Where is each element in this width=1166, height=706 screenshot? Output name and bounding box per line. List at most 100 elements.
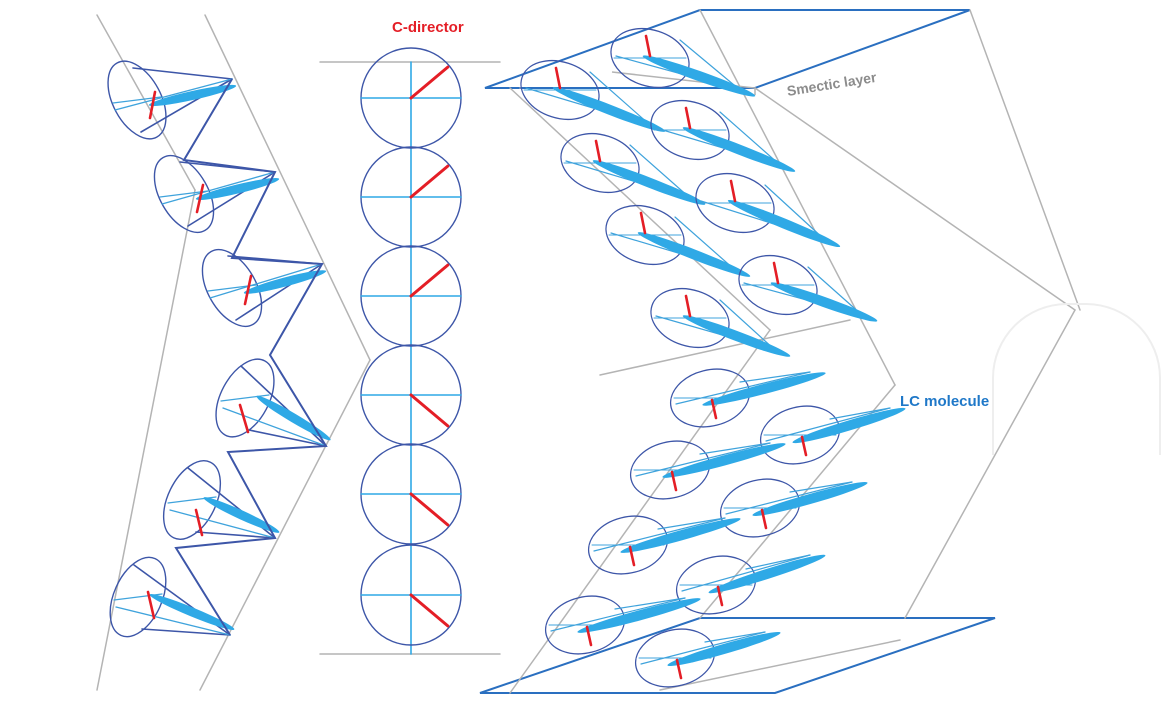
- cone-edge-line: [132, 67, 233, 80]
- cone-base-ellipse: [107, 60, 167, 140]
- c-director-line: [148, 90, 157, 120]
- cone-base-ellipse: [201, 248, 263, 328]
- lc-molecule: [149, 594, 235, 630]
- layer-boundary-line: [96, 14, 196, 191]
- cone-edge-line: [161, 171, 276, 205]
- c-director-line: [585, 625, 593, 647]
- cone-axis-line: [159, 190, 209, 198]
- cone-edge-line: [807, 266, 863, 316]
- cone-edge-line: [719, 299, 776, 351]
- cone-icon: [587, 515, 741, 575]
- lc-molecule: [662, 443, 786, 478]
- cone-edge-line: [764, 184, 826, 241]
- cone-icon: [629, 440, 786, 500]
- cone-icon: [675, 554, 826, 615]
- c-director-line: [729, 179, 737, 203]
- c-director-line: [772, 261, 780, 285]
- c-director-line: [628, 545, 636, 567]
- c-director-line: [409, 164, 450, 199]
- layer-frame-line: [599, 319, 851, 376]
- lc-molecule: [708, 554, 826, 594]
- left-layer-boundaries: [96, 14, 371, 691]
- cone-icon: [107, 60, 237, 140]
- lc-molecule: [203, 497, 280, 533]
- cone-edge-line: [115, 606, 231, 636]
- layer-frame-line: [754, 87, 1076, 311]
- cone-base-ellipse: [162, 460, 222, 540]
- circle-icon: [360, 245, 462, 347]
- lc-molecule: [592, 160, 706, 205]
- cone-icon: [759, 405, 906, 465]
- lc-molecule: [256, 395, 331, 441]
- cone-base-ellipse: [215, 358, 275, 438]
- lc-molecule: [702, 372, 826, 406]
- circle-icon: [360, 146, 462, 248]
- cone-icon: [162, 460, 280, 540]
- cone-edge-line: [195, 531, 276, 539]
- cone-edge-line: [739, 371, 811, 383]
- c-director-line: [554, 66, 562, 90]
- cone-edge-line: [789, 481, 853, 493]
- cone-icon: [520, 59, 666, 132]
- layer-frame-line: [699, 9, 896, 386]
- c-director-line: [243, 274, 253, 306]
- right-cone-array: [520, 27, 906, 688]
- c-director-line: [710, 398, 718, 420]
- cone-edge-line: [657, 517, 726, 530]
- c-director-line: [146, 590, 156, 620]
- lc-molecule: [577, 598, 701, 633]
- lc-molecule: [667, 631, 781, 667]
- c-director-label: C-director: [392, 19, 464, 36]
- cone-edge-line: [675, 371, 811, 405]
- c-director-line: [409, 492, 450, 527]
- circle-icon: [360, 443, 462, 545]
- cone-icon: [544, 595, 701, 655]
- layer-frame-line: [611, 71, 756, 95]
- lc-molecule: [642, 55, 756, 97]
- cone-edge-line: [141, 628, 231, 636]
- lc-molecule: [770, 282, 878, 322]
- right-layer-frame: [479, 9, 1081, 694]
- layer-frame-line: [509, 87, 771, 331]
- cone-icon: [109, 556, 235, 638]
- cone-edge-line: [248, 429, 327, 447]
- c-director-line: [684, 106, 692, 130]
- cone-edge-line: [679, 39, 741, 91]
- c-director-line: [409, 593, 450, 628]
- cone-edge-line: [629, 144, 691, 199]
- watermark-arc: [992, 303, 1161, 455]
- cone-icon: [634, 628, 781, 688]
- cone-tip-zigzag: [174, 78, 328, 636]
- cone-icon: [610, 27, 756, 97]
- cone-edge-line: [589, 71, 651, 126]
- cone-base-ellipse: [153, 154, 215, 234]
- c-director-line: [684, 294, 692, 318]
- c-director-line: [409, 393, 450, 428]
- cone-edge-line: [719, 111, 781, 166]
- layer-frame-line: [659, 639, 901, 691]
- c-director-line: [238, 403, 250, 434]
- cone-base-ellipse: [109, 556, 167, 638]
- circle-icon: [360, 344, 462, 446]
- lc-molecule: [552, 87, 666, 132]
- cone-edge-line: [614, 597, 686, 610]
- c-director-line: [800, 435, 808, 457]
- cone-icon: [201, 248, 327, 328]
- lc-molecule: [752, 482, 868, 516]
- cone-icon: [650, 99, 796, 172]
- cone-edge-line: [745, 554, 811, 570]
- cone-axis-line: [220, 394, 270, 402]
- cone-edge-line: [829, 407, 891, 420]
- lc-molecule-label: LC molecule: [900, 393, 990, 410]
- layer-boundary-line: [204, 14, 371, 361]
- cone-edge-line: [209, 263, 323, 299]
- c-director-line: [670, 470, 678, 492]
- layer-frame-line: [509, 329, 771, 694]
- circle-icon: [360, 544, 462, 646]
- cone-edge-line: [725, 481, 853, 515]
- cone-icon: [605, 204, 751, 277]
- c-director-line: [594, 139, 602, 163]
- cone-edge-line: [640, 631, 766, 665]
- lc-molecule: [727, 199, 841, 248]
